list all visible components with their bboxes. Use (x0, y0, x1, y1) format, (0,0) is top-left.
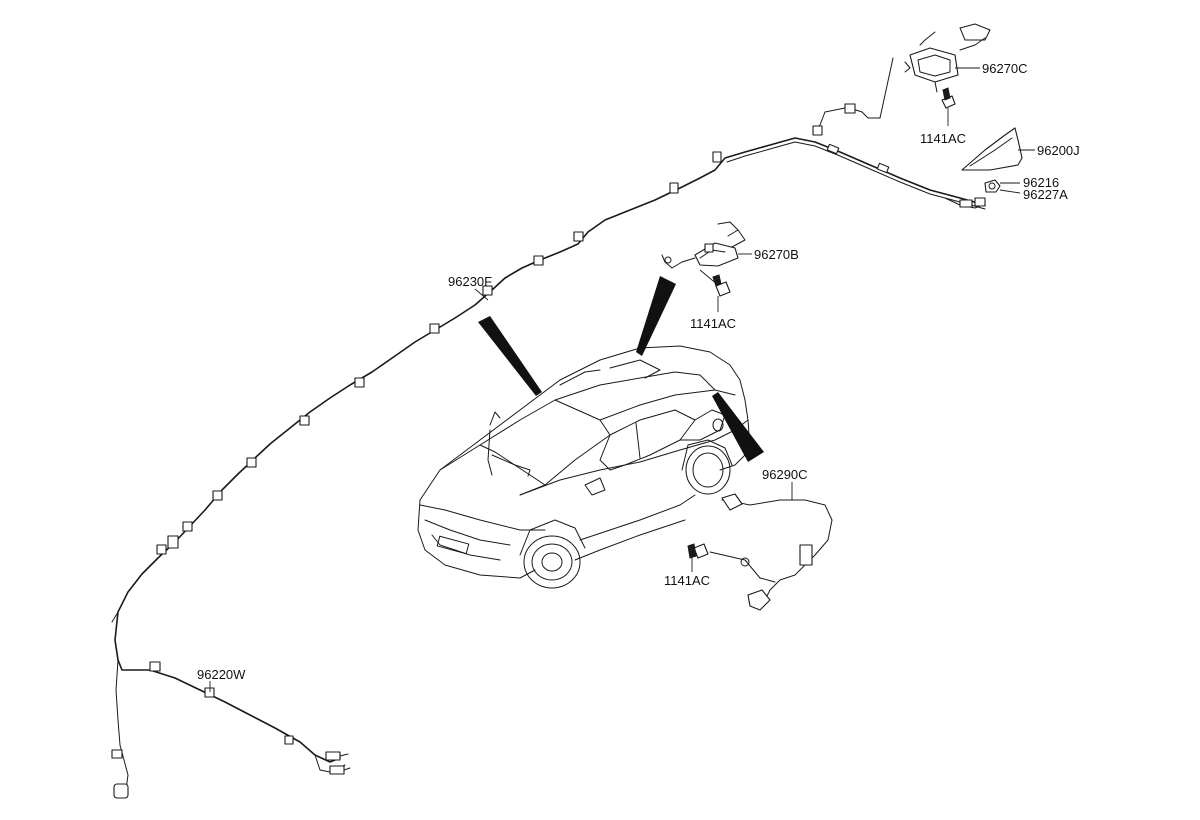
gps-cable-96290c (709, 493, 833, 611)
antenna-module-96270c (812, 23, 991, 136)
pointer-roof-mid (636, 276, 676, 356)
callout-96200j: 96200J (1037, 143, 1080, 158)
callout-1141ac-mid: 1141AC (690, 316, 736, 331)
bolt-1141ac-top (941, 87, 956, 109)
lower-cable-96220w (111, 659, 351, 799)
antenna-module-96270b (661, 221, 746, 269)
nut-96216 (984, 179, 1001, 193)
callout-96220w: 96220W (197, 667, 246, 682)
callout-96270b: 96270B (754, 247, 799, 262)
leader-lines (209, 67, 1035, 692)
bolt-1141ac-low (687, 543, 709, 559)
callout-96216: 96216 (1023, 175, 1059, 190)
callout-1141ac-low: 1141AC (664, 573, 710, 588)
bolt-1141ac-mid (712, 274, 731, 297)
callout-96230f: 96230F (448, 274, 492, 289)
callout-96227a: 96227A (1023, 187, 1068, 202)
feeder-cable-96230f (111, 137, 986, 661)
callout-96290c: 96290C (762, 467, 808, 482)
shark-fin-cover-96200j (961, 127, 1023, 171)
pointer-rear (712, 392, 764, 462)
callout-96270c: 96270C (982, 61, 1028, 76)
callout-1141ac-top: 1141AC (920, 131, 966, 146)
pointer-roof-front (478, 316, 542, 396)
